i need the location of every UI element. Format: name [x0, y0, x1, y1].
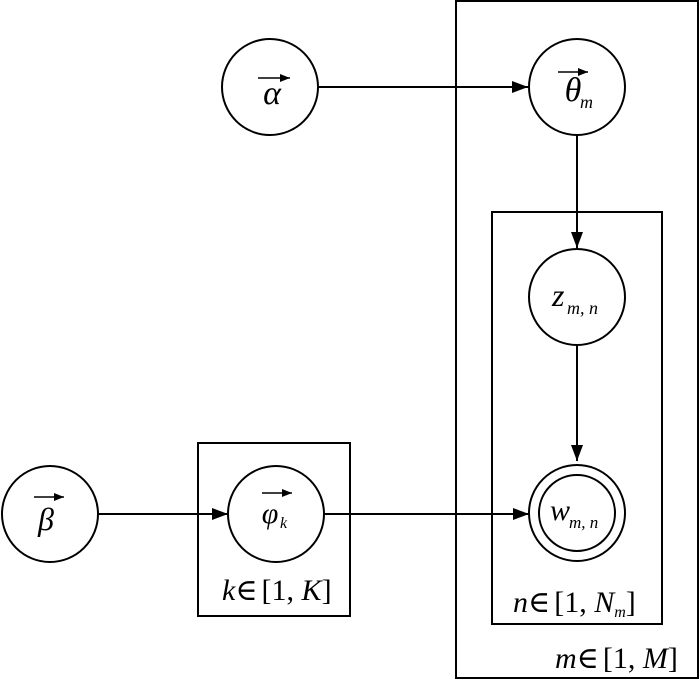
plate-k-close: ]	[322, 574, 332, 607]
node-beta-symbol: β	[37, 501, 54, 537]
plate-n-bound: N	[593, 586, 616, 619]
node-w: w m, n	[528, 464, 626, 562]
plate-n-elem: ∈	[528, 586, 550, 619]
node-theta-subscript: m	[580, 92, 593, 112]
node-beta: β	[1, 465, 99, 563]
plate-m-index: m	[555, 642, 577, 675]
node-alpha-symbol: α	[263, 75, 282, 112]
plate-m-open: [1,	[603, 642, 643, 675]
plate-m-bound: M	[642, 642, 670, 675]
plate-m	[455, 0, 699, 679]
plate-k	[197, 442, 351, 617]
node-phi-subscript: k	[280, 515, 288, 532]
plate-k-open: [1,	[262, 574, 302, 607]
plate-m-label: m∈[1, M]	[555, 642, 678, 675]
node-phi: φ k	[227, 465, 325, 563]
plate-n-bound-subscript: m	[614, 604, 626, 621]
node-phi-symbol: φ	[262, 497, 279, 530]
node-z: z m, n	[528, 248, 626, 346]
plate-n-index: n	[513, 586, 528, 619]
node-theta: θ m	[528, 38, 626, 136]
plate-m-close: ]	[668, 642, 678, 675]
plate-k-index: k	[222, 574, 236, 607]
node-z-subscript: m, n	[567, 298, 598, 318]
node-theta-symbol: θ	[565, 72, 582, 109]
plate-m-elem: ∈	[577, 642, 599, 675]
node-w-symbol: w	[550, 494, 570, 527]
plate-k-label: k∈[1, K]	[222, 574, 332, 607]
plate-n-close: ]	[626, 586, 636, 619]
plate-k-elem: ∈	[235, 574, 257, 607]
node-w-subscript: m, n	[569, 513, 598, 532]
plate-n-open: [1,	[554, 586, 594, 619]
plate-k-bound: K	[301, 574, 324, 607]
plate-n-label: n∈[1, Nm]	[513, 586, 636, 621]
node-alpha: α	[221, 38, 319, 136]
node-z-symbol: z	[551, 277, 565, 313]
